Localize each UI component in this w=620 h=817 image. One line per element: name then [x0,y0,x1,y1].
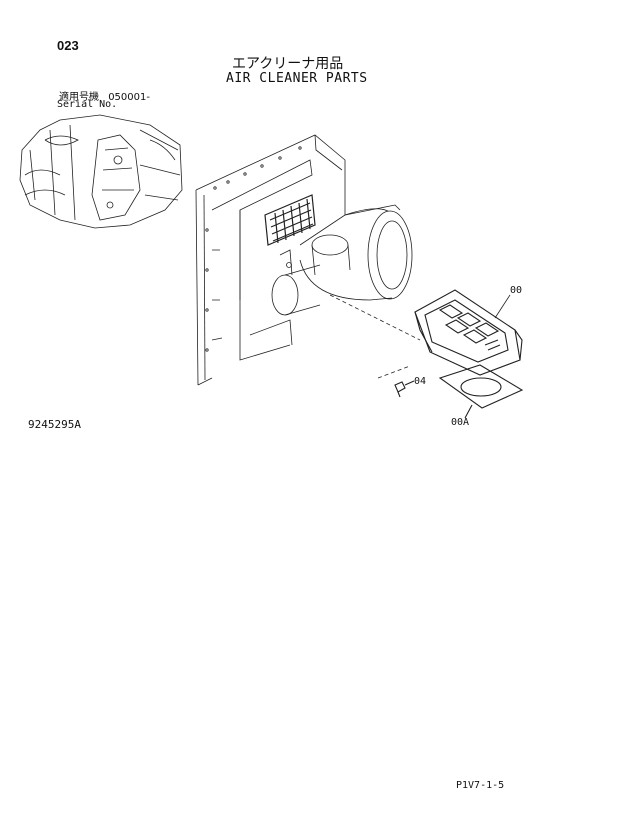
footer-code: P1V7-1-5 [456,780,505,791]
title-japanese: エアクリーナ用品 [232,56,344,72]
vent-grille [264,194,316,246]
title-english: AIR CLEANER PARTS [226,71,368,86]
serial-label-jp: 適用号機 [59,92,99,103]
machine-overview-thumbnail [19,114,183,229]
cover-part-00 [414,289,523,376]
serial-value: 050001- [108,92,150,103]
callout-00a: 00A [451,417,470,428]
bolt-part-04 [394,380,415,398]
gasket-part-00a [438,364,524,419]
drawing-number: 9245295A [28,418,81,431]
leader-line-00 [494,294,511,319]
callout-04: 04 [414,376,427,387]
callout-00: 00 [510,285,523,296]
air-cleaner-body [271,208,413,316]
serial-block-jp: 適用号機 050001- [59,88,150,103]
page-number: 023 [57,38,79,53]
panel-frame [195,134,401,386]
assembly-line [329,294,421,379]
serial-label-en: Serial No. [57,99,118,110]
